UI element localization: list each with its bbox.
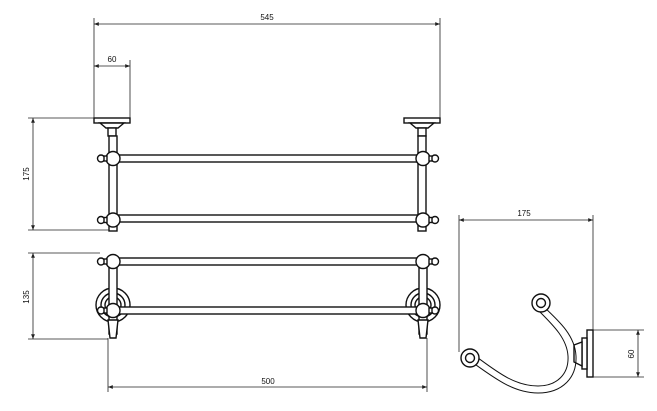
hook-arm <box>468 306 577 394</box>
dimension-mount-spacing: 60 <box>94 55 131 118</box>
front-height-label: 175 <box>22 167 31 181</box>
right-arm <box>417 135 427 232</box>
left-arm <box>108 135 118 232</box>
hook-projection-label: 175 <box>517 209 531 218</box>
dimension-hook-projection: 175 <box>458 209 594 352</box>
dimension-rail-length: 500 <box>107 338 428 392</box>
left-wall-mount <box>93 117 131 137</box>
top-view: 545 60 175 <box>22 13 441 232</box>
right-wall-mount <box>403 117 441 137</box>
rail-length-label: 500 <box>261 377 275 386</box>
lower-rail <box>111 306 423 315</box>
upper-rail <box>111 257 423 266</box>
hook-plate-label: 60 <box>627 349 636 358</box>
dimension-hook-plate: 60 <box>593 329 644 378</box>
dimension-side-height: 135 <box>22 252 108 340</box>
mount-spacing-label: 60 <box>108 55 117 64</box>
side-view: 175 60 <box>458 209 644 394</box>
hook-balls <box>460 293 551 368</box>
side-height-label: 135 <box>22 290 31 304</box>
rear-rail <box>111 154 423 163</box>
front-joints <box>96 253 440 319</box>
overall-width-label: 545 <box>260 13 274 22</box>
dimension-overall-width: 545 <box>93 13 441 118</box>
hook-wall-plate <box>586 329 594 378</box>
front-rail <box>111 214 423 223</box>
rail-joints <box>96 150 440 228</box>
dimension-front-height: 175 <box>22 117 109 231</box>
front-view: 135 500 <box>22 252 441 392</box>
